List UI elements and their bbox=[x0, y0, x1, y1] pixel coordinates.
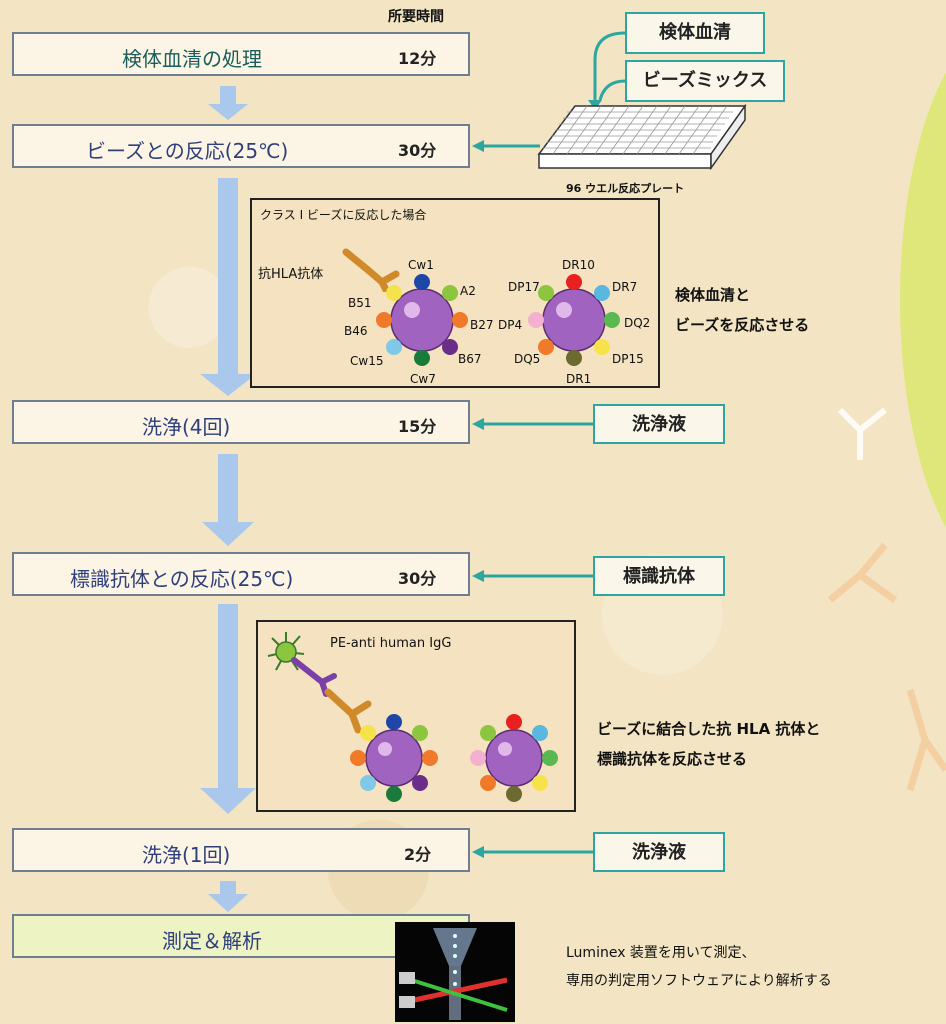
decorative-y-antibody-2 bbox=[827, 542, 946, 792]
step-label: 標識抗体との反応(25℃) bbox=[70, 567, 294, 591]
step-label: 検体血清の処理 bbox=[122, 47, 262, 71]
step-label: 測定＆解析 bbox=[162, 929, 262, 953]
bead-with-label bbox=[350, 714, 438, 802]
bead-label: Cw15 bbox=[350, 354, 384, 368]
step-label: ビーズとの反応(25℃) bbox=[86, 139, 289, 163]
anti-hla-label: 抗HLA抗体 bbox=[258, 267, 324, 282]
pe-antibody-label: PE-anti human IgG bbox=[330, 636, 452, 651]
well-plate-image bbox=[537, 103, 747, 171]
step-label: 洗浄(1回) bbox=[142, 843, 231, 867]
bead-label: A2 bbox=[460, 284, 476, 298]
yellow-green-blob bbox=[900, 72, 946, 528]
reagent-label-antibody: 標識抗体 bbox=[593, 556, 725, 596]
reagent-wash-1: 洗浄液 bbox=[593, 404, 725, 444]
note-line: ビーズを反応させる bbox=[675, 316, 810, 334]
flow-arrows bbox=[200, 86, 256, 912]
bead-label: DP15 bbox=[612, 352, 644, 366]
plate-label: 96 ウエル反応プレート bbox=[566, 182, 685, 195]
step-time: 15分 bbox=[398, 417, 437, 436]
bead-label: B51 bbox=[348, 296, 372, 310]
time-header: 所要時間 bbox=[388, 9, 444, 25]
step-sample-processing: 検体血清の処理 12分 bbox=[12, 32, 470, 76]
unbound-bead bbox=[470, 714, 558, 802]
note-line: 検体血清と bbox=[675, 286, 751, 304]
bead-label: DP4 bbox=[498, 318, 523, 332]
step-label-antibody-reaction: 標識抗体との反応(25℃) 30分 bbox=[12, 552, 470, 596]
step-wash-1x: 洗浄(1回) 2分 bbox=[12, 828, 470, 872]
note-line: 専用の判定用ソフトウェアにより解析する bbox=[566, 973, 832, 989]
bead-label: DR1 bbox=[566, 372, 592, 386]
decorative-y-antibody bbox=[837, 407, 887, 460]
final-note: Luminex 装置を用いて測定、 専用の判定用ソフトウェアにより解析する bbox=[566, 939, 832, 995]
bead-label: DR7 bbox=[612, 280, 638, 294]
step-time: 2分 bbox=[404, 845, 432, 864]
step-time: 30分 bbox=[398, 569, 437, 588]
panel1-note: 検体血清と ビーズを反応させる bbox=[675, 280, 809, 340]
antibody-icon bbox=[342, 248, 400, 292]
class2-bead bbox=[528, 274, 620, 366]
reagent-serum: 検体血清 bbox=[625, 12, 765, 54]
panel-title: クラス I ビーズに反応した場合 bbox=[260, 208, 427, 222]
note-line: ビーズに結合した抗 HLA 抗体と bbox=[597, 720, 821, 738]
bead-label: Cw7 bbox=[410, 372, 436, 386]
class1-reaction-panel: クラス I ビーズに反応した場合 抗HLA抗体 Cw1 A2 B27 B67 C… bbox=[250, 198, 660, 388]
bead-label: B46 bbox=[344, 324, 368, 338]
note-line: Luminex 装置を用いて測定、 bbox=[566, 945, 756, 961]
reagent-wash-2: 洗浄液 bbox=[593, 832, 725, 872]
decorative-background bbox=[827, 72, 946, 792]
bead-label: DR10 bbox=[562, 258, 595, 272]
step-time: 30分 bbox=[398, 141, 437, 160]
pe-antibody-icon bbox=[267, 632, 372, 734]
bead-label: DP17 bbox=[508, 280, 540, 294]
bead-label: Cw1 bbox=[408, 258, 434, 272]
step-label: 洗浄(4回) bbox=[142, 415, 231, 439]
class1-bead bbox=[376, 274, 468, 366]
note-line: 標識抗体を反応させる bbox=[597, 750, 748, 768]
reagent-bead-mix: ビーズミックス bbox=[625, 60, 785, 102]
bead-label: DQ2 bbox=[624, 316, 651, 330]
label-antibody-panel: PE-anti human IgG bbox=[256, 620, 576, 812]
luminex-image bbox=[395, 922, 515, 1022]
step-measure-analyze: 測定＆解析 bbox=[12, 914, 470, 958]
bead-label: DQ5 bbox=[514, 352, 541, 366]
step-bead-reaction: ビーズとの反応(25℃) 30分 bbox=[12, 124, 470, 168]
reagent-arrows bbox=[472, 31, 626, 858]
bead-label: B67 bbox=[458, 352, 482, 366]
step-time: 12分 bbox=[398, 49, 437, 68]
panel2-note: ビーズに結合した抗 HLA 抗体と 標識抗体を反応させる bbox=[597, 714, 820, 774]
step-wash-4x: 洗浄(4回) 15分 bbox=[12, 400, 470, 444]
bead-label: B27 bbox=[470, 318, 494, 332]
